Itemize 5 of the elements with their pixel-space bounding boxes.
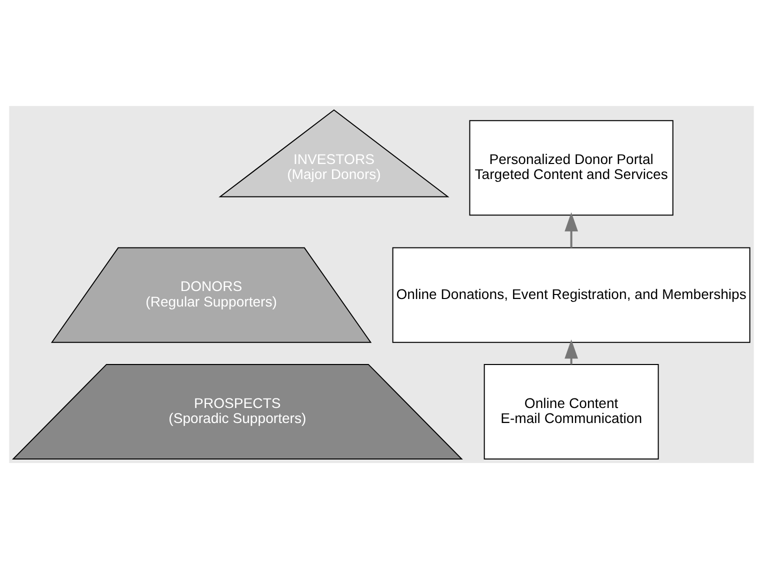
arrow	[564, 212, 578, 248]
node-box: Online Content E-mail Communication	[483, 364, 658, 460]
node-box: Personalized Donor Portal Targeted Content and Services	[468, 120, 673, 216]
node-box: Online Donations, Event Registration, and Memberships	[392, 247, 750, 343]
arrow	[564, 340, 578, 364]
